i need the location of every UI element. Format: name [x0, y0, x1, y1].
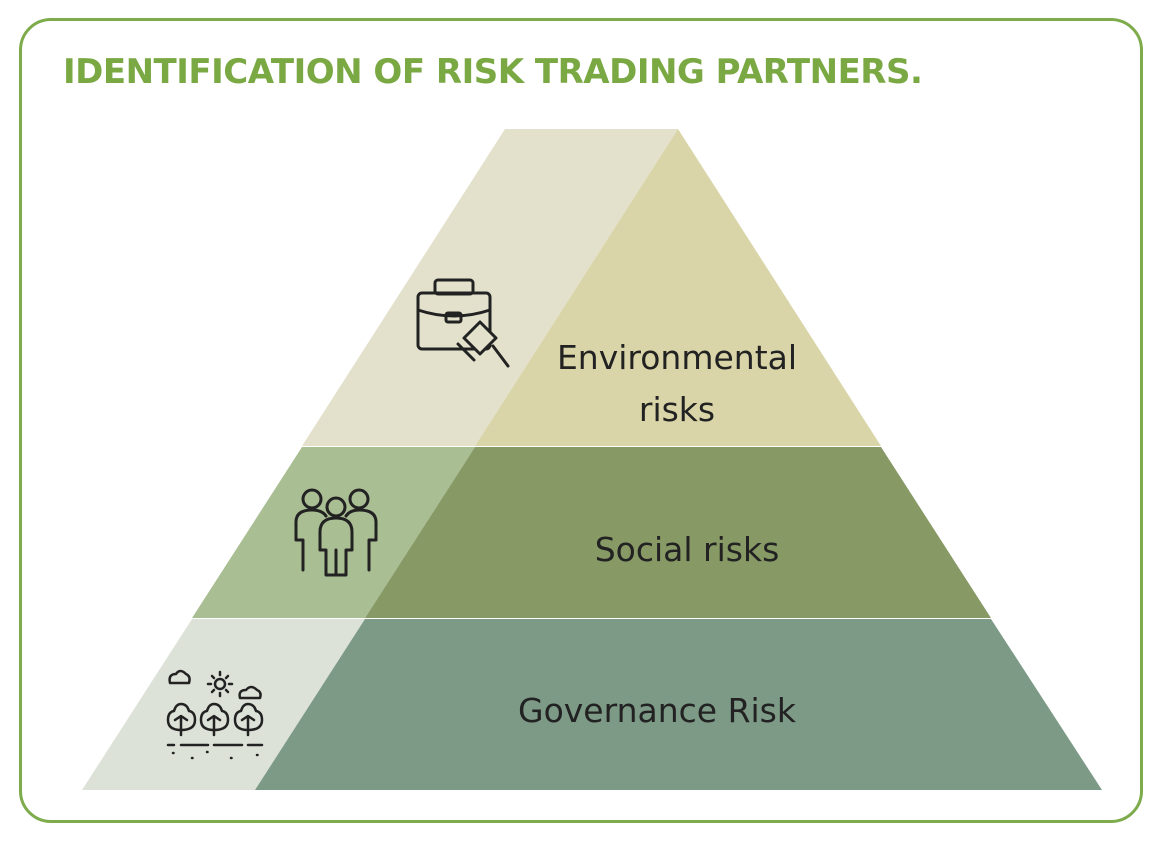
environmental-front-band	[475, 129, 881, 446]
environmental-risks-label: Environmental risks	[546, 332, 808, 436]
governance-front-band	[255, 619, 1102, 790]
environmental-back-band	[302, 129, 678, 446]
people-group-icon	[294, 488, 378, 577]
social-front-band	[365, 447, 991, 618]
social-risks-label: Social risks	[594, 530, 780, 569]
diagram-title: IDENTIFICATION OF RISK TRADING PARTNERS.	[63, 52, 923, 92]
governance-back-band	[82, 619, 365, 790]
environmental-label-line1: Environmental	[556, 338, 798, 377]
governance-risk-label: Governance Risk	[518, 691, 796, 730]
trees-nature-icon	[166, 669, 264, 760]
environmental-label-line2: risks	[638, 390, 716, 429]
diagram-frame	[19, 18, 1143, 823]
briefcase-gavel-icon	[416, 278, 510, 368]
social-back-band	[192, 447, 475, 618]
